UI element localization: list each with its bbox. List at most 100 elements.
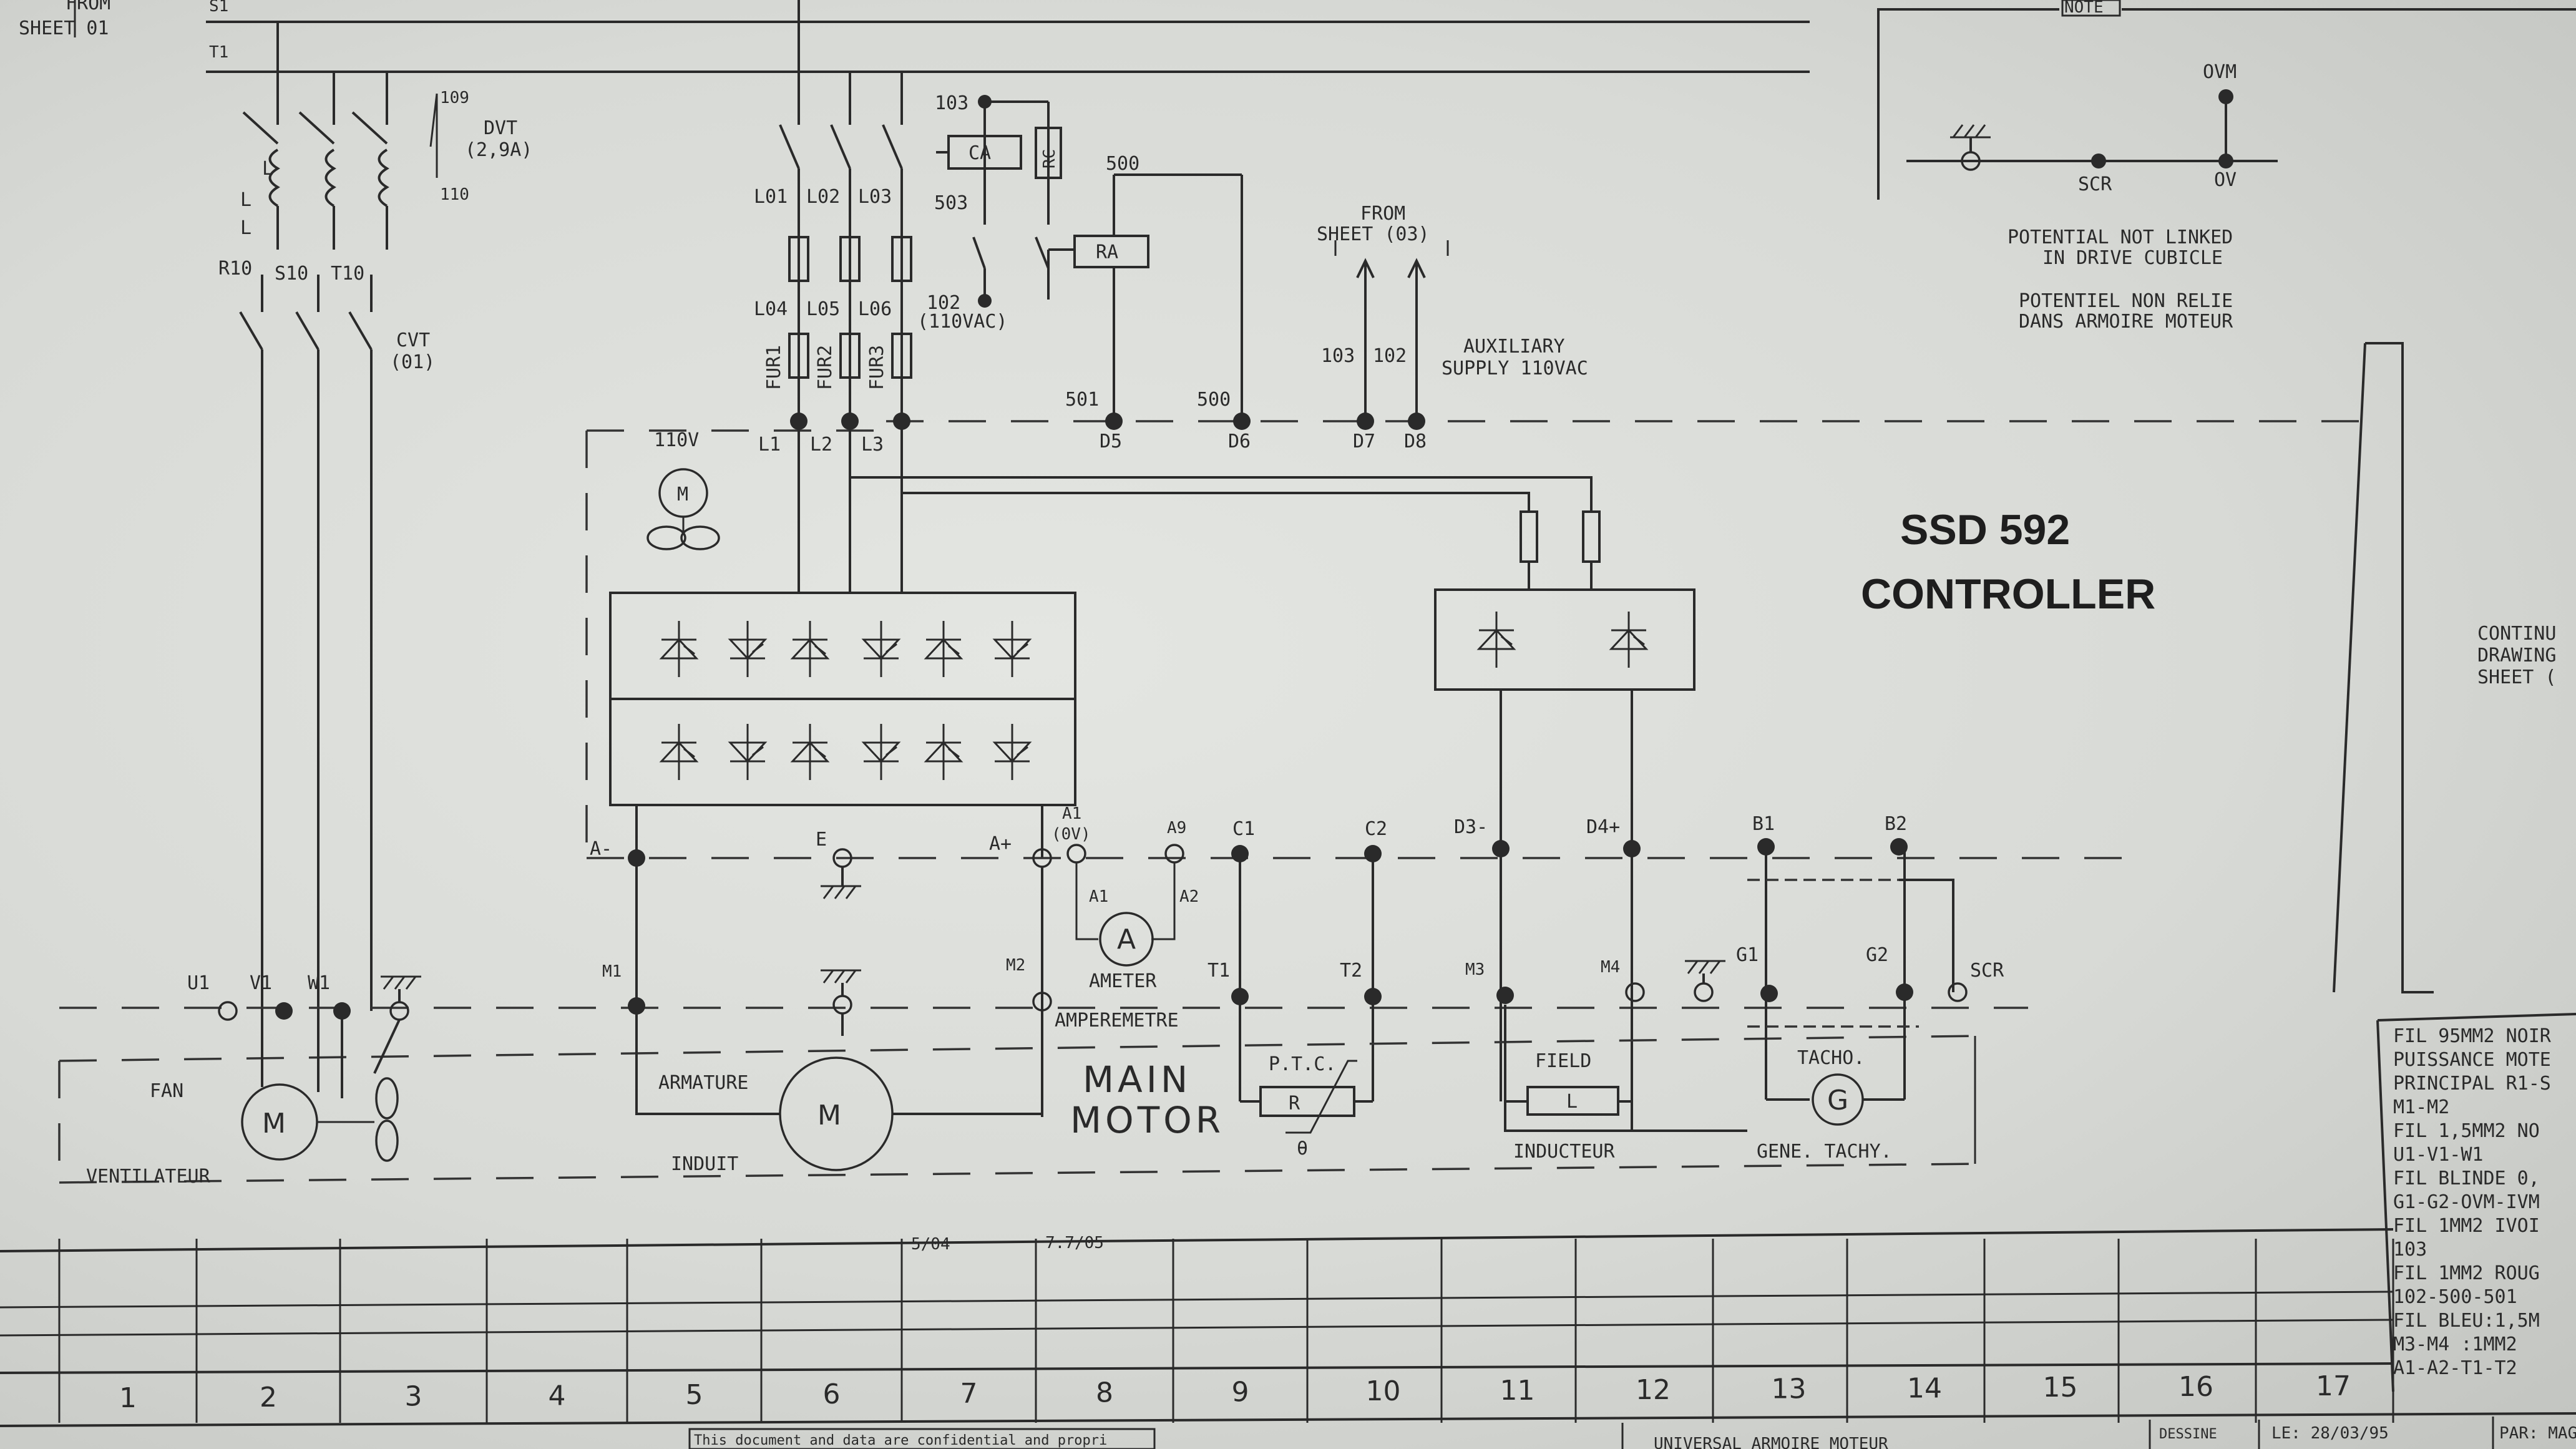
- terminal-l1: L1: [758, 434, 781, 456]
- output-t10: T10: [331, 263, 364, 285]
- field-l: L: [1566, 1091, 1578, 1113]
- thyristor-icon: [1609, 612, 1649, 668]
- term-scr: SCR: [1970, 960, 2004, 982]
- controller-title-1: SSD 592: [1900, 506, 2070, 554]
- terminal-103: 103: [935, 92, 968, 114]
- overload-l3: L: [240, 217, 251, 239]
- wire-note-line: PRINCIPAL R1-S: [2393, 1073, 2551, 1095]
- column-number: 8: [1096, 1377, 1113, 1409]
- term-0v: (0V): [1051, 825, 1091, 844]
- contactor-rc: RC: [1040, 149, 1059, 168]
- thyristor-icon: [1476, 612, 1516, 668]
- fuse-l01: L01: [754, 186, 788, 208]
- tacho-generator: [1747, 847, 1954, 1126]
- terminal-102: 102: [927, 292, 960, 314]
- motor-enclosure: [58, 1035, 1979, 1184]
- continued-2: DRAWING: [2477, 645, 2556, 666]
- field-bridge: [850, 476, 1695, 849]
- armature-m: M: [817, 1100, 841, 1131]
- thyristor-icon: [728, 724, 768, 780]
- wire-note-line: M3-M4 :1MM2: [2393, 1334, 2517, 1355]
- controller-boundary: [585, 342, 2434, 993]
- armature-bridge: [609, 421, 1076, 858]
- thyristor-icon: [728, 621, 768, 677]
- cvt-ref: (01): [390, 351, 435, 373]
- terminal-501: 501: [1065, 389, 1099, 411]
- top-terminal-row: [790, 412, 2365, 430]
- column-number: 13: [1772, 1373, 1807, 1405]
- column-grid: [0, 1228, 2576, 1427]
- aux-from: FROM: [1360, 203, 1405, 225]
- aux-102: 102: [1373, 345, 1407, 367]
- wire-note-line: FIL 1MM2 IVOI: [2393, 1215, 2540, 1237]
- thyristor-icon: [861, 621, 901, 677]
- thyristor-icon: [924, 724, 964, 780]
- fuse-l02: L02: [806, 186, 840, 208]
- column-number: 11: [1500, 1375, 1535, 1407]
- column-number: 9: [1232, 1376, 1249, 1408]
- terminal-d6: D6: [1228, 431, 1251, 452]
- main-motor-1: MAIN: [1083, 1058, 1191, 1101]
- ammeter-label-fr: AMPEREMETRE: [1055, 1010, 1179, 1032]
- dvt-rating: (2,9A): [465, 139, 532, 161]
- continued-1: CONTINU: [2477, 623, 2556, 645]
- fuse-fur3: FUR3: [866, 345, 888, 390]
- controller-title-2: CONTROLLER: [1861, 570, 2155, 618]
- ptc-sensor: [1240, 1060, 1373, 1134]
- term-a-plus: A+: [989, 833, 1012, 855]
- wire-note-line: FIL BLINDE 0,: [2393, 1168, 2540, 1189]
- terminal-500: 500: [1106, 153, 1139, 175]
- wire-note-line: G1-G2-OVM-IVM: [2393, 1191, 2540, 1213]
- fan-label: FAN: [150, 1080, 183, 1102]
- drawn-date: LE: 28/03/95: [2271, 1424, 2389, 1443]
- note-box: [1877, 0, 2576, 200]
- column-number: 5: [686, 1379, 703, 1411]
- continued-3: SHEET (: [2477, 666, 2556, 688]
- thyristor-icon: [659, 621, 699, 677]
- term-t1: T1: [1208, 960, 1230, 982]
- fuse-fur2: FUR2: [814, 345, 836, 390]
- terminal-503: 503: [934, 192, 968, 214]
- contactor-ca: CA: [968, 142, 991, 164]
- term-t2: T2: [1340, 960, 1362, 982]
- tacho-g: G: [1827, 1085, 1848, 1116]
- fan-breaker: [239, 22, 438, 1011]
- term-d3: D3-: [1454, 816, 1488, 838]
- from-sheet-1: FROM: [66, 0, 110, 14]
- term-c1: C1: [1232, 818, 1255, 840]
- note-ov: OV: [2214, 169, 2237, 191]
- terminal-d8: D8: [1404, 431, 1427, 452]
- term-a9: A9: [1167, 819, 1186, 837]
- line-fuses: [779, 0, 912, 421]
- title-block: [688, 1417, 2494, 1449]
- note-en-2: IN DRIVE CUBICLE: [2042, 247, 2223, 269]
- note-fr-2: DANS ARMOIRE MOTEUR: [2019, 311, 2233, 333]
- column-number: 1: [119, 1382, 137, 1414]
- aux-103: 103: [1321, 345, 1355, 367]
- dvt-label: DVT: [484, 117, 517, 139]
- fan-voltage: 110V: [654, 429, 699, 451]
- terminal-l3: L3: [861, 434, 884, 456]
- thyristor-icon: [790, 724, 830, 780]
- wire-note-line: A1-A2-T1-T2: [2393, 1357, 2517, 1379]
- thyristor-icon: [861, 724, 901, 780]
- column-number: 14: [1907, 1372, 1942, 1404]
- dessine-label: DESSINE: [2159, 1427, 2217, 1442]
- supply-bus: [74, 0, 1810, 73]
- ammeter-symbol: A: [1117, 924, 1136, 955]
- project-title: UNIVERSAL ARMOIRE MOTEUR: [1654, 1435, 1888, 1449]
- dvt-term-110: 110: [440, 185, 469, 204]
- cubicle-fan-symbol: [646, 468, 720, 550]
- fuse-l06: L06: [858, 298, 892, 320]
- fan-motor: [241, 1011, 401, 1162]
- term-b2: B2: [1885, 813, 1907, 835]
- ammeter-a2: A2: [1179, 887, 1199, 906]
- term-m4: M4: [1601, 958, 1620, 977]
- aux-supply-1: AUXILIARY: [1463, 336, 1565, 358]
- supply-110vac: (110VAC): [917, 311, 1008, 333]
- cvt-label: CVT: [396, 329, 430, 351]
- tacho-label: TACHO.: [1797, 1047, 1865, 1069]
- fuse-fur1: FUR1: [763, 345, 785, 390]
- output-s10: S10: [275, 263, 308, 285]
